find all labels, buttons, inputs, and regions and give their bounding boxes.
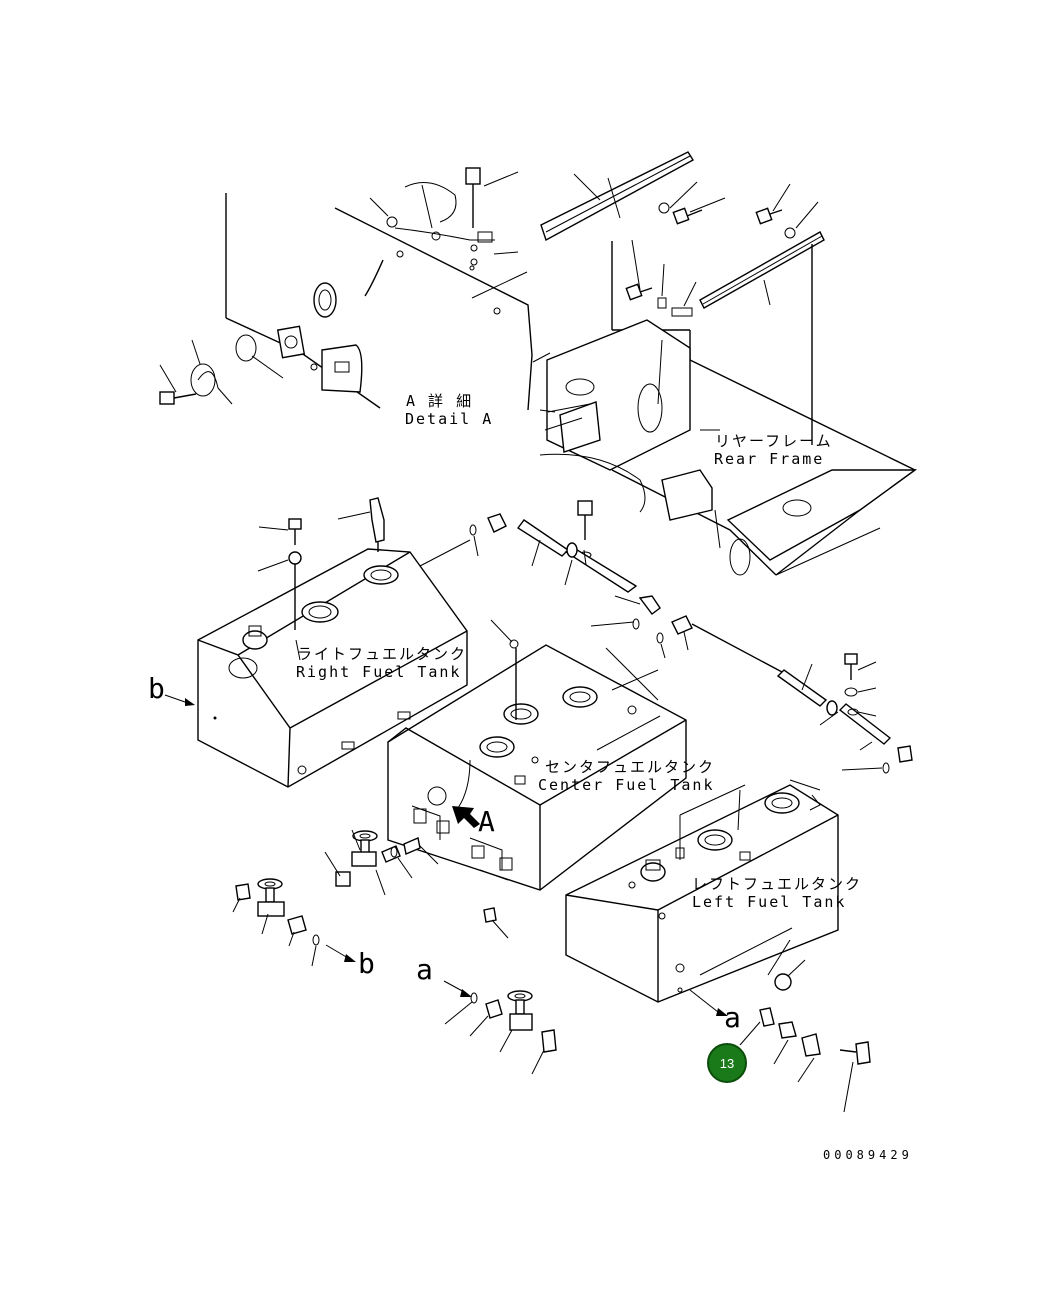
view-a-marker-right: a	[724, 1001, 741, 1034]
center-fuel-tank	[387, 619, 687, 891]
detail-a-assembly	[159, 167, 551, 411]
view-b-marker-left: b	[148, 672, 165, 705]
view-a-marker: A	[478, 805, 495, 838]
drawing-number: 00089429	[823, 1148, 913, 1162]
left-fuel-tank-label-en: Left Fuel Tank	[692, 893, 847, 911]
rear-frame-label-jp: リヤーフレーム	[715, 432, 833, 450]
detail-a-label-jp: A 詳 細	[406, 392, 474, 410]
center-fuel-tank-label-en: Center Fuel Tank	[538, 776, 715, 794]
rear-frame-assembly	[539, 151, 918, 576]
right-fuel-tank-label-jp: ライトフュエルタンク	[297, 645, 468, 663]
view-b-marker-right: b	[358, 947, 375, 980]
rear-frame-label-en: Rear Frame	[714, 450, 825, 468]
view-a-marker-left: a	[416, 953, 433, 986]
callout-part-13-button[interactable]: 13	[707, 1043, 747, 1083]
connecting-pipes	[469, 513, 913, 774]
left-fuel-tank-label-jp: レフトフュエルタンク	[692, 875, 863, 893]
right-fuel-tank-label-en: Right Fuel Tank	[296, 663, 462, 681]
center-fuel-tank-label-jp: センタフュエルタンク	[545, 758, 716, 776]
right-fuel-tank	[164, 497, 471, 788]
drain-valves	[232, 829, 557, 1075]
detail-a-label-en: Detail A	[405, 410, 494, 428]
left-fuel-tank	[565, 779, 871, 1113]
